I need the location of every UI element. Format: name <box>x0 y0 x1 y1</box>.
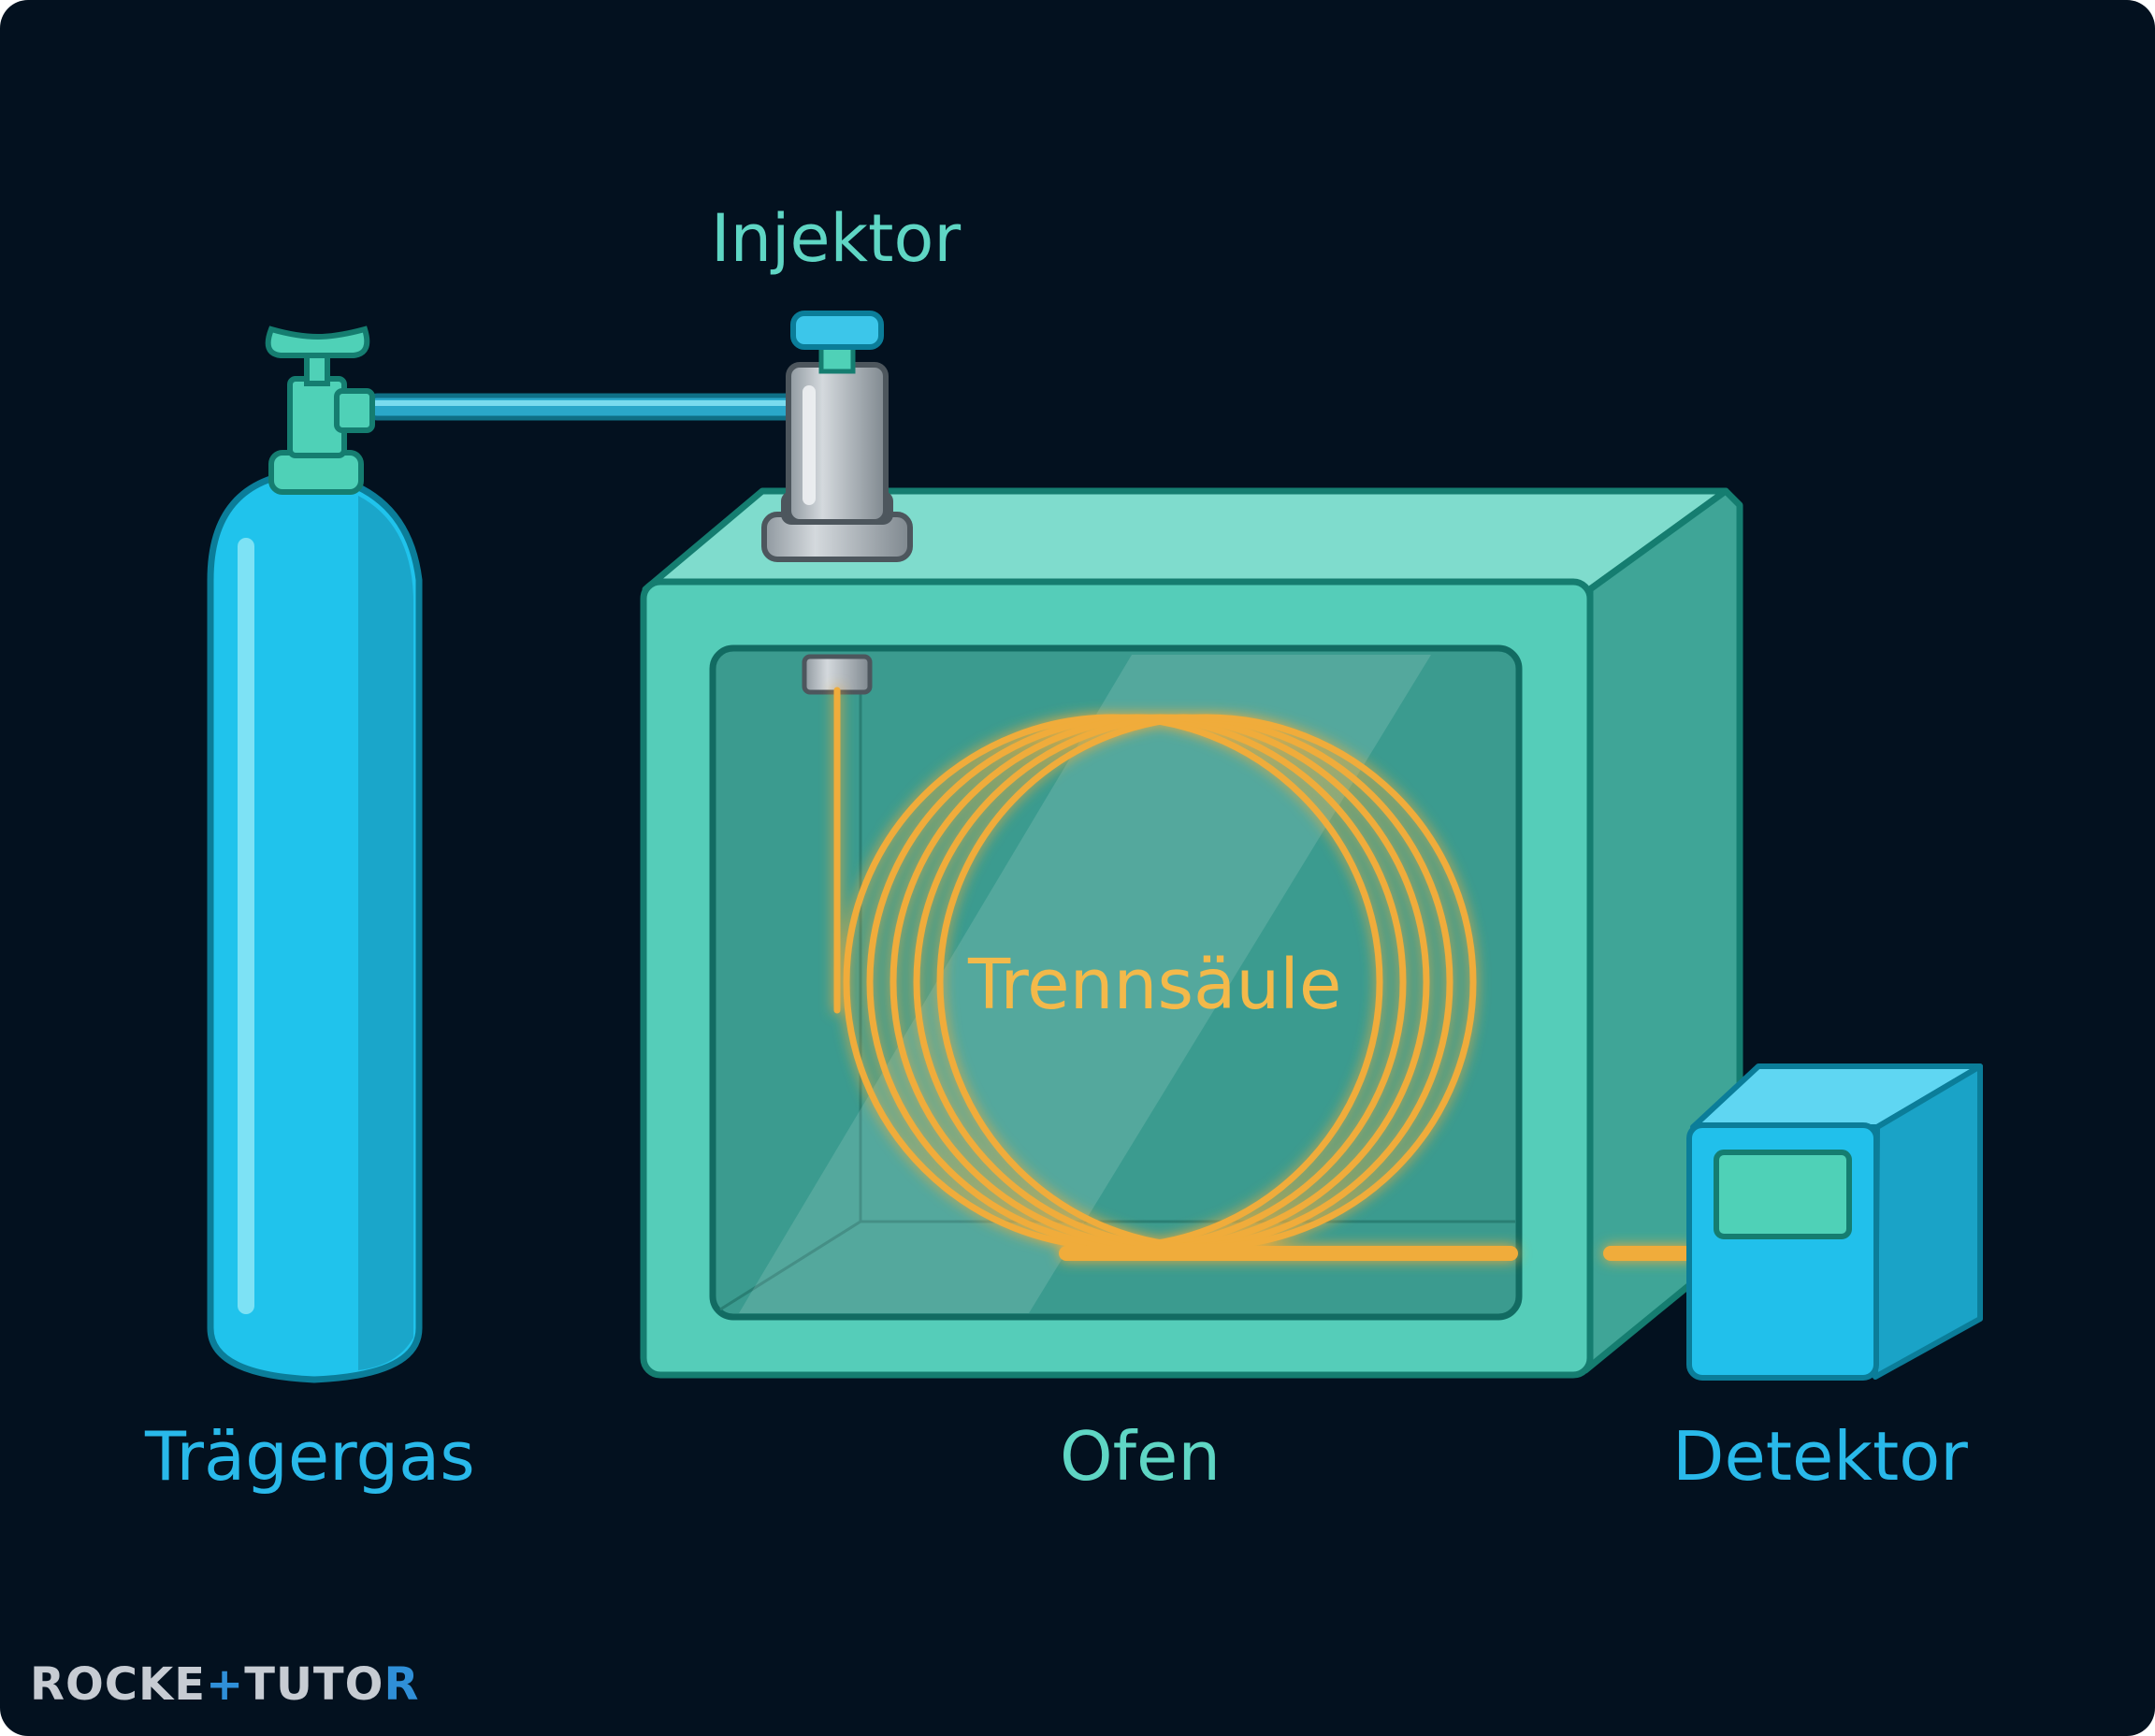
column-label: Trennsäule <box>968 945 1342 1025</box>
logo-plus: + <box>205 1658 245 1711</box>
carrier-gas-label: Trägergas <box>145 1417 475 1496</box>
brand-logo: ROCKE+TUTOR <box>30 1658 419 1711</box>
logo-text-start: ROCKE <box>30 1658 206 1711</box>
gas-line <box>367 393 798 421</box>
gas-cylinder-icon <box>207 326 423 1383</box>
logo-text-end: R <box>383 1658 420 1711</box>
detector-icon <box>1686 1063 1983 1381</box>
injector-icon <box>761 311 913 695</box>
injector-label: Injektor <box>711 200 962 277</box>
detector-label: Detektor <box>1672 1417 1968 1496</box>
column-coil-icon <box>833 687 1697 1261</box>
logo-text-middle: TUTO <box>244 1658 384 1711</box>
oven-label: Ofen <box>1060 1417 1221 1496</box>
